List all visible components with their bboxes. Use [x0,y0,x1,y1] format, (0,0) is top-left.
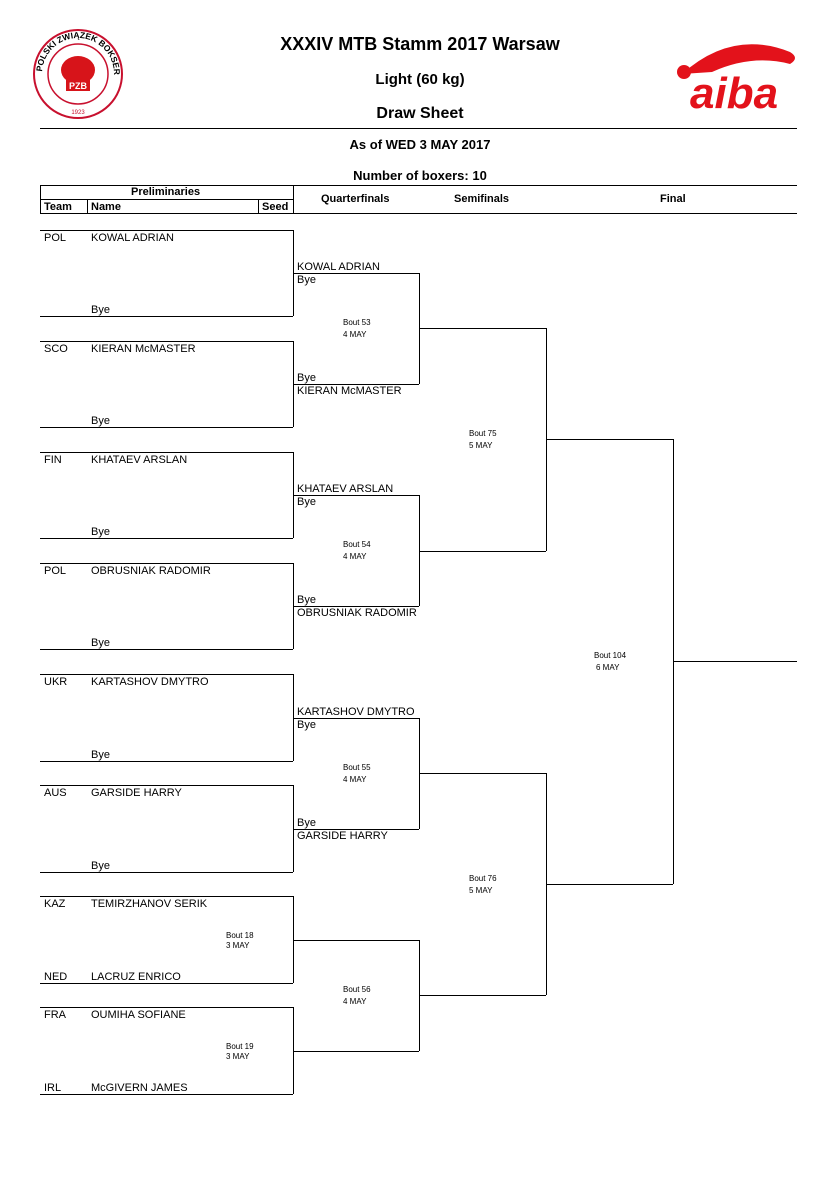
sheet-title: Draw Sheet [376,105,464,122]
bout-date: 3 MAY [226,1052,250,1061]
entry-name: Bye [91,304,110,316]
col-quarterfinals: Quarterfinals [321,193,390,205]
entry-name: Bye [91,749,110,761]
qf-entry-name: GARSIDE HARRY [297,830,388,842]
header-team-divider [87,199,88,213]
entry-team: FRA [44,1009,66,1021]
bout-label: Bout 19 [226,1042,254,1051]
qf-entry-name: Bye [297,719,316,731]
svg-text:1923: 1923 [71,110,85,116]
entry-name: KOWAL ADRIAN [91,232,174,244]
qf-entry-name: Bye [297,274,316,286]
entry-name: TEMIRZHANOV SERIK [91,898,208,910]
bout-label: Bout 55 [343,763,371,772]
qf-entry-name: Bye [297,817,316,829]
entry-name: McGIVERN JAMES [91,1082,188,1094]
header-seed-divider [258,199,259,213]
bout-label: Bout 56 [343,985,371,994]
qf-entry-name: KOWAL ADRIAN [297,261,380,273]
col-semifinals: Semifinals [454,193,510,205]
header-prelim-edge [293,185,294,213]
svg-text:PZB: PZB [69,81,88,91]
entry-name: Bye [91,526,110,538]
table-header-mid [40,199,293,200]
entry-name: OBRUSNIAK RADOMIR [91,565,211,577]
qf-entry-name: KARTASHOV DMYTRO [297,706,415,718]
table-header-bottom [40,213,797,214]
aiba-logo: aiba [672,34,802,118]
bout-label: Bout 18 [226,931,254,940]
aiba-logo-graphic: aiba [677,44,795,118]
qf-entry-name: KHATAEV ARSLAN [297,483,394,495]
bout-label: Bout 104 [594,651,627,660]
table-header-top [40,185,797,186]
entry-team: SCO [44,343,68,355]
qf-entry-name: Bye [297,496,316,508]
pzb-logo-graphic: POLSKI ZWIĄZEK BOKSERSKI PZB 1923 [25,14,123,119]
boxer-count: Number of boxers: 10 [353,168,487,183]
header-left-edge [40,185,41,213]
entry-team: POL [44,232,67,244]
bout-date: 4 MAY [343,775,367,784]
as-of-date: As of WED 3 MAY 2017 [349,137,491,152]
bout-date: 3 MAY [226,941,250,950]
entry-team: AUS [44,787,67,799]
entry-team: NED [44,971,68,983]
bout-label: Bout 76 [469,874,497,883]
entry-team: UKR [44,676,68,688]
bout-label: Bout 54 [343,540,371,549]
entry-name: Bye [91,637,110,649]
header-divider [40,128,797,129]
event-title: XXXIV MTB Stamm 2017 Warsaw [280,34,560,54]
weight-class: Light (60 kg) [375,71,465,88]
col-team: Team [44,201,72,213]
qf-entry-name: Bye [297,372,316,384]
bout-label: Bout 53 [343,318,371,327]
entry-name: KIERAN McMASTER [91,343,196,355]
bout-date: 5 MAY [469,441,493,450]
entry-team: KAZ [44,898,66,910]
entry-name: Bye [91,415,110,427]
svg-text:aiba: aiba [690,69,778,114]
entry-team: POL [44,565,67,577]
bout-date: 6 MAY [596,663,620,672]
entry-name: KHATAEV ARSLAN [91,454,188,466]
qf-entry-name: OBRUSNIAK RADOMIR [297,607,417,619]
entry-name: KARTASHOV DMYTRO [91,676,209,688]
bout-date: 5 MAY [469,886,493,895]
entry-name: OUMIHA SOFIANE [91,1009,186,1021]
col-name: Name [91,201,121,213]
qf-entry-name: Bye [297,594,316,606]
col-preliminaries: Preliminaries [131,186,201,198]
bout-label: Bout 75 [469,429,497,438]
col-seed: Seed [262,201,289,213]
entry-team: IRL [44,1082,62,1094]
entry-name: LACRUZ ENRICO [91,971,181,983]
pzb-logo: POLSKI ZWIĄZEK BOKSERSKI PZB 1923 [25,14,128,122]
entry-name: Bye [91,860,110,872]
qf-entry-name: KIERAN McMASTER [297,385,402,397]
entry-name: GARSIDE HARRY [91,787,182,799]
col-final: Final [660,193,686,205]
entry-team: FIN [44,454,62,466]
bout-date: 4 MAY [343,997,367,1006]
bout-date: 4 MAY [343,330,367,339]
bout-date: 4 MAY [343,552,367,561]
